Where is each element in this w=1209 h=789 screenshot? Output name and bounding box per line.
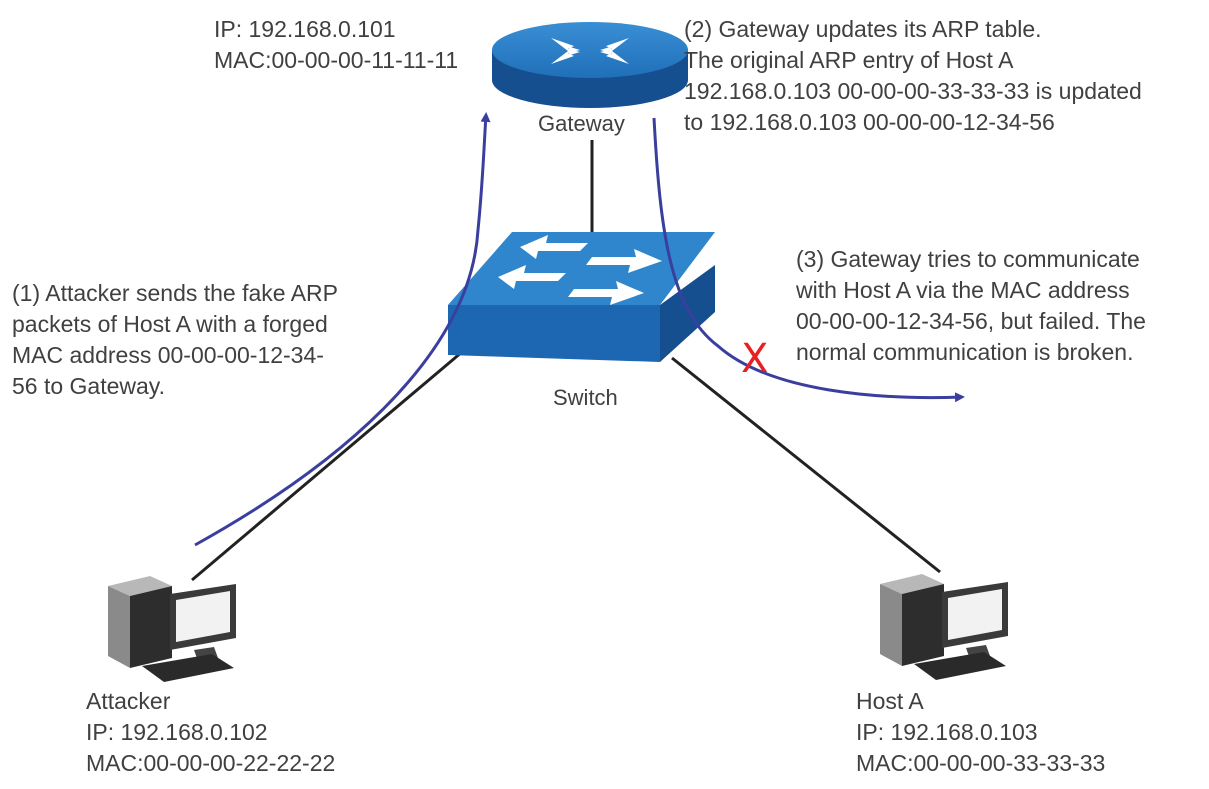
host-a-label: Host A — [856, 688, 924, 714]
failure-cross-icon: X — [741, 336, 769, 382]
step1-line: MAC address 00-00-00-12-34- — [12, 342, 324, 368]
step3-line: with Host A via the MAC address — [796, 277, 1130, 303]
gateway-router-icon — [492, 22, 688, 108]
step2-line: to 192.168.0.103 00-00-00-12-34-56 — [684, 109, 1055, 135]
step3-line: 00-00-00-12-34-56, but failed. The — [796, 308, 1146, 334]
step1-line: 56 to Gateway. — [12, 373, 165, 399]
step1-line: packets of Host A with a forged — [12, 311, 328, 337]
attacker-ip: IP: 192.168.0.102 — [86, 719, 268, 745]
failed-communication-arrow — [652, 117, 965, 403]
host-a-ip: IP: 192.168.0.103 — [856, 719, 1038, 745]
step1-annotation: (1) Attacker sends the fake ARP packets … — [12, 278, 338, 402]
cable-switch-attacker — [191, 350, 463, 582]
step1-line: (1) Attacker sends the fake ARP — [12, 280, 338, 306]
step3-annotation: (3) Gateway tries to communicate with Ho… — [796, 244, 1146, 368]
host-a-computer-icon — [880, 574, 1008, 680]
host-a-info: Host A IP: 192.168.0.103 MAC:00-00-00-33… — [856, 686, 1105, 779]
attacker-mac: MAC:00-00-00-22-22-22 — [86, 750, 336, 776]
fake-arp-arrow — [194, 112, 491, 547]
step2-line: 192.168.0.103 00-00-00-33-33-33 is updat… — [684, 78, 1142, 104]
gateway-address-info: IP: 192.168.0.101 MAC:00-00-00-11-11-11 — [214, 14, 458, 76]
switch-label: Switch — [553, 385, 618, 410]
attacker-label: Attacker — [86, 688, 171, 714]
step2-annotation: (2) Gateway updates its ARP table. The o… — [684, 14, 1142, 138]
gateway-label: Gateway — [538, 111, 625, 136]
attacker-info: Attacker IP: 192.168.0.102 MAC:00-00-00-… — [86, 686, 335, 779]
host-a-mac: MAC:00-00-00-33-33-33 — [856, 750, 1106, 776]
gateway-ip: IP: 192.168.0.101 — [214, 16, 396, 42]
step2-line: The original ARP entry of Host A — [684, 47, 1014, 73]
gateway-mac: MAC:00-00-00-11-11-11 — [214, 47, 459, 73]
cable-switch-hosta — [671, 356, 941, 574]
attacker-computer-icon — [108, 576, 236, 682]
step2-line: (2) Gateway updates its ARP table. — [684, 16, 1042, 42]
step3-line: (3) Gateway tries to communicate — [796, 246, 1140, 272]
switch-icon — [448, 232, 715, 362]
step3-line: normal communication is broken. — [796, 339, 1134, 365]
